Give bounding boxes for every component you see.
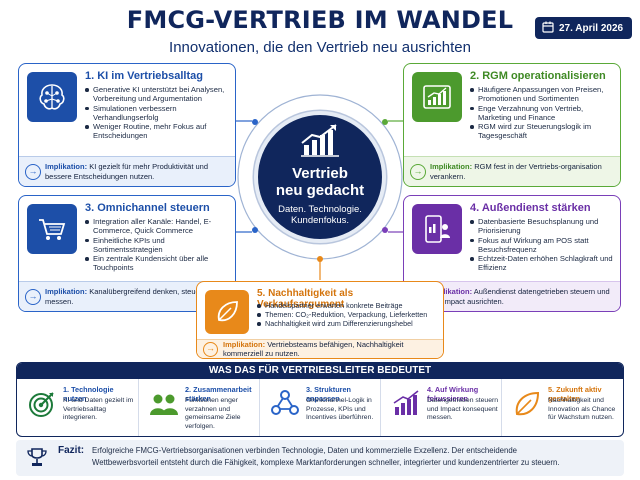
takeaway-title: 1. Technologie nutzen [63,385,114,403]
implication-label: Implikation: [223,339,266,349]
takeaway-title: 4. Auf Wirkung fokussieren [427,385,479,403]
card-omnichannel-bullets: Integration aller Kanäle: Handel, E-Comm… [85,217,231,273]
bottom-heading: WAS DAS FÜR VERTRIEBSLEITER BEDEUTET [17,363,623,379]
growth-chart-icon [389,387,423,421]
arrow-right-icon: → [410,164,426,180]
bottom-panel: WAS DAS FÜR VERTRIEBSLEITER BEDEUTET 1. … [16,362,624,437]
list-item: Häufigere Anpassungen von Preisen, Promo… [470,85,616,104]
card-omnichannel-title: 3. Omnichannel steuern [85,202,210,214]
takeaway-text: Datengetrieben steuern und Impact konseq… [427,397,499,422]
list-item: Einheitliche KPIs und Sortimentsstrategi… [85,236,231,255]
arrow-right-icon: → [203,341,218,357]
leaf-icon [510,387,544,421]
card-ki-title: 1. KI im Vertriebsalltag [85,70,203,82]
takeaway-wirkung: 4. Auf Wirkung fokussieren Datengetriebe… [380,379,501,436]
takeaway-title: 3. Strukturen anpassen [306,385,352,403]
card-rgm-implication: → Implikation: RGM fest in der Vertriebs… [404,156,620,186]
card-rgm: 2. RGM operationalisieren Häufigere Anpa… [403,63,621,187]
takeaway-technologie: 1. Technologie nutzen KI und Daten gezie… [17,379,138,436]
list-item: Fokus auf Wirkung am POS statt Besuchsfr… [470,236,616,255]
center-title-line2: neu gedacht [275,182,365,199]
card-rgm-bullets: Häufigere Anpassungen von Preisen, Promo… [470,85,616,141]
chart-up-icon [298,123,342,162]
list-item: Ein zentrale Kundensicht über alle Touch… [85,254,231,273]
fazit-line2: Wettbewerbsvorteil entsteht durch die Fä… [92,458,560,467]
card-aussendienst-title: 4. Außendienst stärken [470,202,591,214]
network-icon [268,387,302,421]
list-item: Enge Verzahnung von Vertrieb, Marketing … [470,104,616,123]
fazit-box: Fazit: Erfolgreiche FMCG-Vertriebsorgani… [16,440,624,476]
takeaway-text: Omnichannel-Logik in Prozesse, KPIs und … [306,397,374,422]
implication-text: Außendienst datengetrieben steuern und a… [430,287,610,306]
takeaway-strukturen: 3. Strukturen anpassen Omnichannel-Logik… [259,379,380,436]
target-icon [25,387,59,421]
card-omnichannel: 3. Omnichannel steuern Integration aller… [18,195,236,312]
implication-text: RGM fest in der Vertriebs-organisation v… [430,162,602,181]
implication-label: Implikation: [45,287,88,296]
takeaway-text: Funktionen enger verzahnen und gemeinsam… [185,397,241,430]
page-title: FMCG-VERTRIEB IM WANDEL [126,6,514,34]
list-item: Echtzeit-Daten erhöhen Schlagkraft und E… [470,254,616,273]
list-item: Generative KI unterstützt bei Analysen, … [85,85,231,104]
takeaway-title: 5. Zukunft aktiv gestalten [548,385,602,403]
date-badge: 27. April 2026 [535,17,632,39]
implication-label: Implikation: [430,287,473,296]
center-tagline-line2: Kundenfokus. [290,215,350,226]
list-item: RGM wird zur Steuerungslogik im Tagesges… [470,122,616,141]
fazit-label: Fazit: [58,445,85,456]
list-item: Simulationen verbessern Verhandlungserfo… [85,104,231,123]
arrow-right-icon: → [25,164,41,180]
list-item: Weniger Routine, mehr Fokus auf Entschei… [85,122,231,141]
implication-label: Implikation: [45,162,88,171]
list-item: Handelspartner erwarten konkrete Beiträg… [257,301,439,310]
list-item: Integration aller Kanäle: Handel, E-Comm… [85,217,231,236]
implication-text: Vertriebsteams befähigen, Nachhaltigkeit… [223,339,404,359]
calendar-icon [542,21,554,36]
takeaway-zukunft: 5. Zukunft aktiv gestalten Nachhaltigkei… [501,379,623,436]
card-ki-implication: → Implikation: KI gezielt für mehr Produ… [19,156,235,186]
growth-chart-icon [412,72,462,122]
card-rgm-title: 2. RGM operationalisieren [470,70,606,82]
implication-label: Implikation: [430,162,473,171]
takeaway-title: 2. Zusammenarbeit stärken [185,385,252,403]
mobile-user-icon [412,204,462,254]
team-icon [147,387,181,421]
center-circle: Vertrieb neu gedacht Daten. Technologie.… [254,111,386,243]
card-nachhaltigkeit-title: 5. Nachhaltigkeit als Verkaufsargument [257,288,354,310]
trophy-icon [26,446,48,473]
list-item: Datenbasierte Besuchsplanung und Prioris… [470,217,616,236]
takeaway-zusammenarbeit: 2. Zusammenarbeit stärken Funktionen eng… [138,379,259,436]
takeaway-text: KI und Daten gezielt im Vertriebsalltag … [63,397,134,422]
center-title-line1: Vertrieb [292,165,348,182]
card-ki: 1. KI im Vertriebsalltag Generative KI u… [18,63,236,187]
arrow-right-icon: → [25,289,41,305]
takeaway-text: Nachhaltigkeit und Innovation als Chance… [548,397,616,422]
card-ki-bullets: Generative KI unterstützt bei Analysen, … [85,85,231,141]
card-nachhaltigkeit-implication: → Implikation: Vertriebsteams befähigen,… [197,339,443,358]
fazit-line1: Erfolgreiche FMCG-Vertriebsorganisatione… [92,446,518,455]
list-item: Nachhaltigkeit wird zum Differenzierungs… [257,319,439,328]
list-item: Themen: CO₂-Reduktion, Verpackung, Liefe… [257,310,439,319]
card-aussendienst-bullets: Datenbasierte Besuchsplanung und Prioris… [470,217,616,273]
ai-brain-icon [27,72,77,122]
center-tagline-line1: Daten. Technologie. [278,204,362,215]
card-nachhaltigkeit-bullets: Handelspartner erwarten konkrete Beiträg… [257,301,439,328]
page-subtitle: Innovationen, die den Vertrieb neu ausri… [169,39,471,56]
shopping-cart-icon [27,204,77,254]
card-nachhaltigkeit: 5. Nachhaltigkeit als Verkaufsargument H… [196,281,444,359]
date-text: 27. April 2026 [559,22,624,34]
leaf-icon [205,290,249,334]
implication-text: Kanalübergreifend denken, steuern und me… [45,287,221,306]
implication-text: KI gezielt für mehr Produktivität und be… [45,162,208,181]
